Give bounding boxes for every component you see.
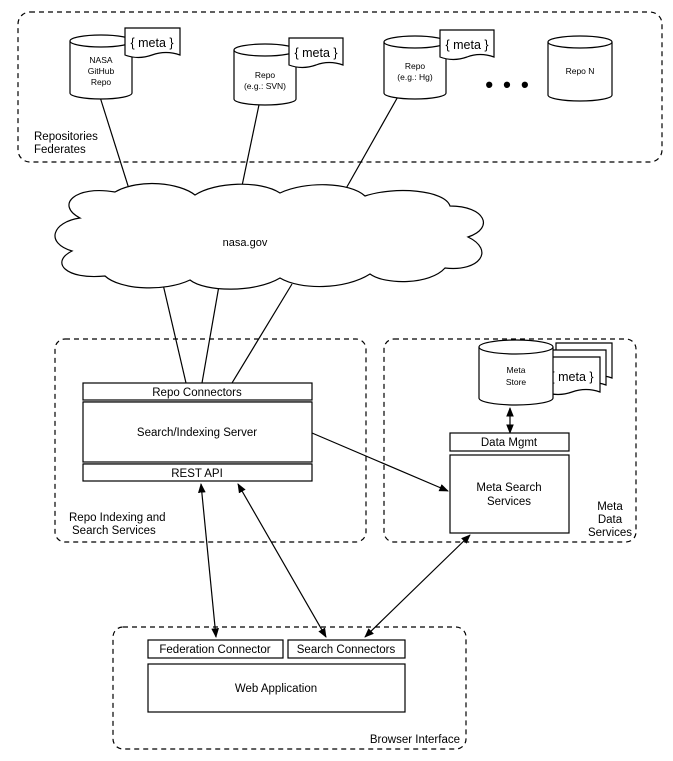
repo3-label-line2: (e.g.: Hg) xyxy=(397,72,433,82)
meta-search-label-line2: Services xyxy=(487,496,531,508)
link-cloud-indexing-2 xyxy=(201,279,221,384)
browser-group: Browser Interface Federation Connector S… xyxy=(112,626,467,750)
search-indexing-server-label: Search/Indexing Server xyxy=(137,427,257,439)
repo-connectors-box: Repo Connectors xyxy=(82,382,313,401)
repo-n-cylinder: Repo N xyxy=(547,35,613,102)
indexing-label-line1: Repo Indexing and xyxy=(69,512,166,524)
repo1-label-line3: Repo xyxy=(91,77,112,87)
indexing-group-border xyxy=(54,338,367,543)
web-application-label: Web Application xyxy=(235,683,317,695)
repo-svn-cylinder: Repo (e.g.: SVN) xyxy=(233,43,297,106)
repo-nasa-github-cylinder: NASA GitHub Repo xyxy=(69,34,133,100)
repo-hg-cylinder: Repo (e.g.: Hg) xyxy=(383,35,447,100)
data-mgmt-box: Data Mgmt xyxy=(449,432,570,452)
repo1-meta-document: { meta } xyxy=(124,27,181,59)
cloud-label: nasa.gov xyxy=(223,237,268,249)
repo1-label-line2: GitHub xyxy=(88,66,115,76)
federation-connector-label: Federation Connector xyxy=(159,644,270,656)
arrow-restapi-federation xyxy=(198,483,219,638)
metadata-label-line1: Meta xyxy=(597,501,623,513)
repo3-meta-document: { meta } xyxy=(439,29,495,61)
repo-connectors-label: Repo Connectors xyxy=(152,387,242,399)
rest-api-label: REST API xyxy=(171,468,223,480)
meta-store-label-line1: Meta xyxy=(507,365,526,375)
search-connectors-box: Search Connectors xyxy=(287,639,406,659)
meta-store-label-line2: Store xyxy=(506,377,527,387)
metadata-group-border xyxy=(383,338,637,543)
indexing-group: Repo Indexing and Search Services Repo C… xyxy=(54,338,367,543)
repo3-label-line1: Repo xyxy=(405,61,426,71)
meta-store-cylinder: Meta Store xyxy=(478,339,554,406)
arrow-restapi-search-connectors xyxy=(237,483,327,638)
repo2-meta-document: { meta } xyxy=(288,37,344,69)
metadata-meta-tag: { meta } xyxy=(550,370,593,384)
rest-api-box: REST API xyxy=(82,463,313,482)
repo1-meta-tag: { meta } xyxy=(130,36,173,50)
link-cloud-indexing-3 xyxy=(231,283,293,384)
arrow-server-to-metasearch xyxy=(311,432,449,492)
repo3-meta-tag: { meta } xyxy=(445,38,488,52)
meta-search-label-line1: Meta Search xyxy=(476,482,541,494)
metadata-label-line2: Data xyxy=(598,514,623,526)
metadata-label-line3: Services xyxy=(588,527,632,539)
search-indexing-server-box: Search/Indexing Server xyxy=(82,401,313,463)
web-application-box: Web Application xyxy=(147,663,406,713)
repoN-label: Repo N xyxy=(566,66,595,76)
browser-group-border xyxy=(112,626,467,750)
meta-documents-stack: { meta } xyxy=(543,342,613,396)
repositories-label-line2: Federates xyxy=(34,144,86,156)
repositories-label-line1: Repositories xyxy=(34,131,98,143)
indexing-label-line2: Search Services xyxy=(72,525,156,537)
federation-connector-box: Federation Connector xyxy=(147,639,284,659)
repos-ellipsis: • • • xyxy=(485,72,530,97)
repositories-group: Repositories Federates NASA GitHub Repo … xyxy=(17,11,663,163)
browser-label: Browser Interface xyxy=(370,734,460,746)
repo1-label-line1: NASA xyxy=(89,55,112,65)
repo2-label-line2: (e.g.: SVN) xyxy=(244,81,286,91)
metadata-group: Meta Data Services { meta } Meta Store D… xyxy=(383,338,637,543)
link-cloud-indexing-1 xyxy=(161,279,187,384)
cloud-nasa-gov: nasa.gov xyxy=(54,182,484,290)
repositories-group-border xyxy=(17,11,663,163)
arrow-metasearch-search-connectors xyxy=(364,534,471,638)
meta-search-services-box: Meta Search Services xyxy=(449,454,570,534)
repo2-meta-tag: { meta } xyxy=(294,46,337,60)
search-connectors-label: Search Connectors xyxy=(297,644,396,656)
data-mgmt-label: Data Mgmt xyxy=(481,437,538,449)
repo2-label-line1: Repo xyxy=(255,70,276,80)
